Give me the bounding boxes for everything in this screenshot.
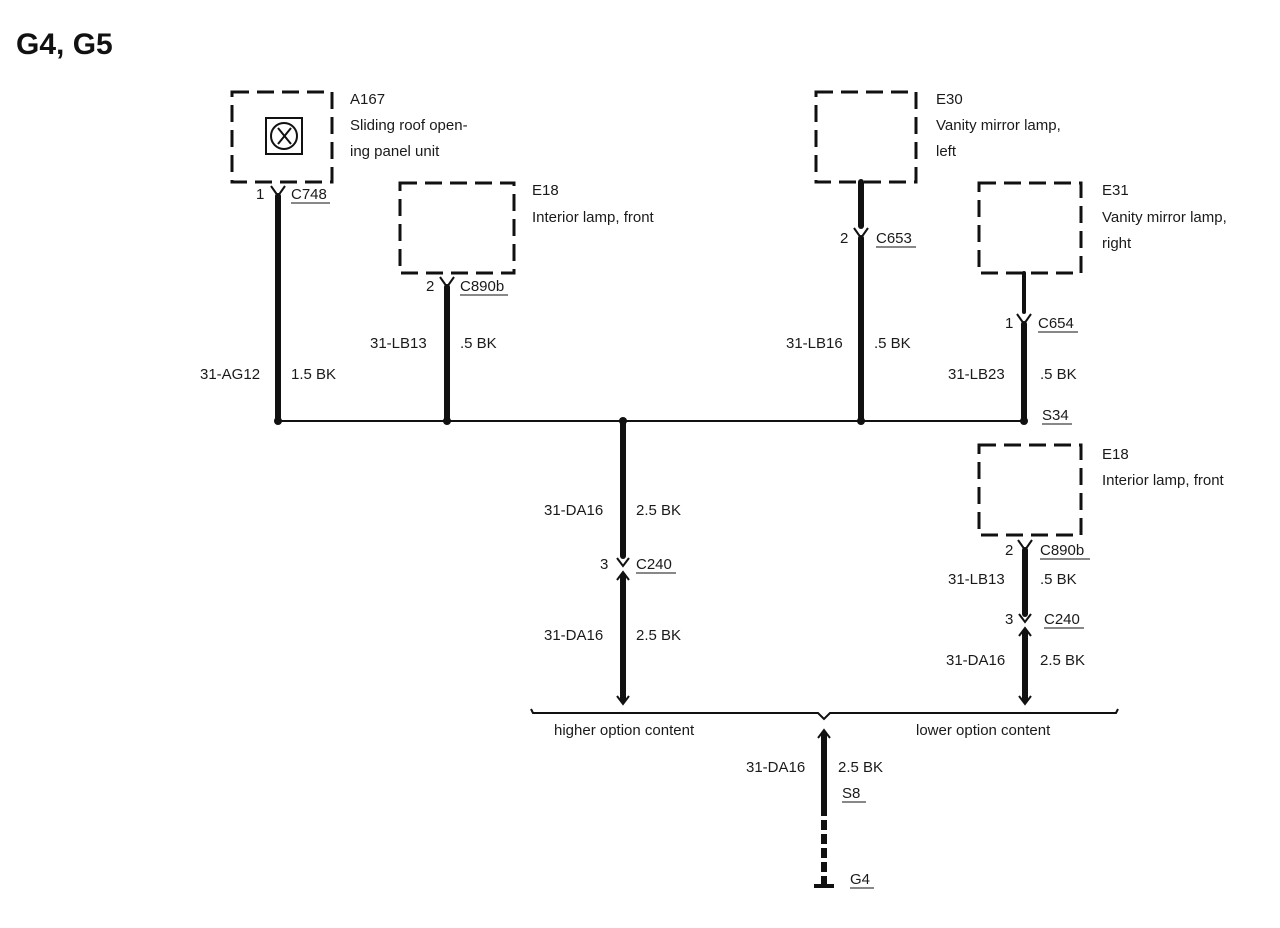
splice-s8-label: S8: [842, 785, 860, 802]
wire-lb16-spec: .5 BK: [874, 335, 911, 352]
c890b-upper-pin: 2: [426, 278, 434, 295]
e18-upper-desc: Interior lamp, front: [532, 209, 655, 226]
c653-name: C653: [876, 230, 912, 247]
splice-node: [443, 417, 451, 425]
wire-da16c-spec: 2.5 BK: [1040, 652, 1085, 669]
option-brace: [530, 708, 1119, 721]
c654-pin: 1: [1005, 315, 1013, 332]
ground-g4-label: G4: [850, 871, 870, 888]
wire-lb16-circuit: 31-LB16: [786, 335, 843, 352]
page-title: G4, G5: [16, 28, 113, 61]
a167-desc-line1: Sliding roof open-: [350, 117, 468, 134]
splice-node: [1020, 417, 1028, 425]
wire-lb13-upper-spec: .5 BK: [460, 335, 497, 352]
a167-component-box: [230, 90, 334, 184]
splice-node: [274, 417, 282, 425]
e30-desc-line2: left: [936, 143, 957, 160]
splice-node: [857, 417, 865, 425]
wire-da16d-spec: 2.5 BK: [838, 759, 883, 776]
c890b-lower-name: C890b: [1040, 542, 1084, 559]
e31-id: E31: [1102, 182, 1129, 199]
e18-lower-desc: Interior lamp, front: [1102, 472, 1225, 489]
wire-lb13-lower-circuit: 31-LB13: [948, 571, 1005, 588]
wire-lb13-lower-spec: .5 BK: [1040, 571, 1077, 588]
c653-pin: 2: [840, 230, 848, 247]
e31-component-box: [977, 181, 1083, 275]
e30-id: E30: [936, 91, 963, 108]
wire-ag12-circuit: 31-AG12: [200, 366, 260, 383]
c654-name: C654: [1038, 315, 1074, 332]
wire-lb23-circuit: 31-LB23: [948, 366, 1005, 383]
wire-lb23-spec: .5 BK: [1040, 366, 1077, 383]
c240-right-pin: 3: [1005, 611, 1013, 628]
c240-center-pin: 3: [600, 556, 608, 573]
e18-upper-id: E18: [532, 182, 559, 199]
e30-component-box: [814, 90, 918, 184]
connector-c240-right-icon: [1018, 613, 1032, 624]
higher-option-label: higher option content: [554, 722, 695, 739]
e18-upper-component-box: [398, 181, 516, 275]
c240-right-name: C240: [1044, 611, 1080, 628]
c240-center-name: C240: [636, 556, 672, 573]
e18-lower-component-box: [977, 443, 1083, 537]
splice-s34-label: S34: [1042, 407, 1069, 424]
e30-desc-line1: Vanity mirror lamp,: [936, 117, 1061, 134]
e18-lower-id: E18: [1102, 446, 1129, 463]
wire-da16a-spec: 2.5 BK: [636, 502, 681, 519]
wire-da16a-circuit: 31-DA16: [544, 502, 603, 519]
motor-symbol-icon: [265, 117, 303, 155]
c890b-upper-name: C890b: [460, 278, 504, 295]
c748-name: C748: [291, 186, 327, 203]
wire-ag12-spec: 1.5 BK: [291, 366, 336, 383]
a167-desc-line2: ing panel unit: [350, 143, 440, 160]
e31-desc-line1: Vanity mirror lamp,: [1102, 209, 1227, 226]
wire-lb13-upper-circuit: 31-LB13: [370, 335, 427, 352]
a167-id: A167: [350, 91, 385, 108]
lower-option-label: lower option content: [916, 722, 1051, 739]
wire-da16c-circuit: 31-DA16: [946, 652, 1005, 669]
c890b-lower-pin: 2: [1005, 542, 1013, 559]
c748-pin: 1: [256, 186, 264, 203]
wire-da16b-spec: 2.5 BK: [636, 627, 681, 644]
e31-desc-line2: right: [1102, 235, 1132, 252]
wire-da16b-circuit: 31-DA16: [544, 627, 603, 644]
connector-c240-center-icon: [616, 557, 630, 568]
wire-da16d-circuit: 31-DA16: [746, 759, 805, 776]
